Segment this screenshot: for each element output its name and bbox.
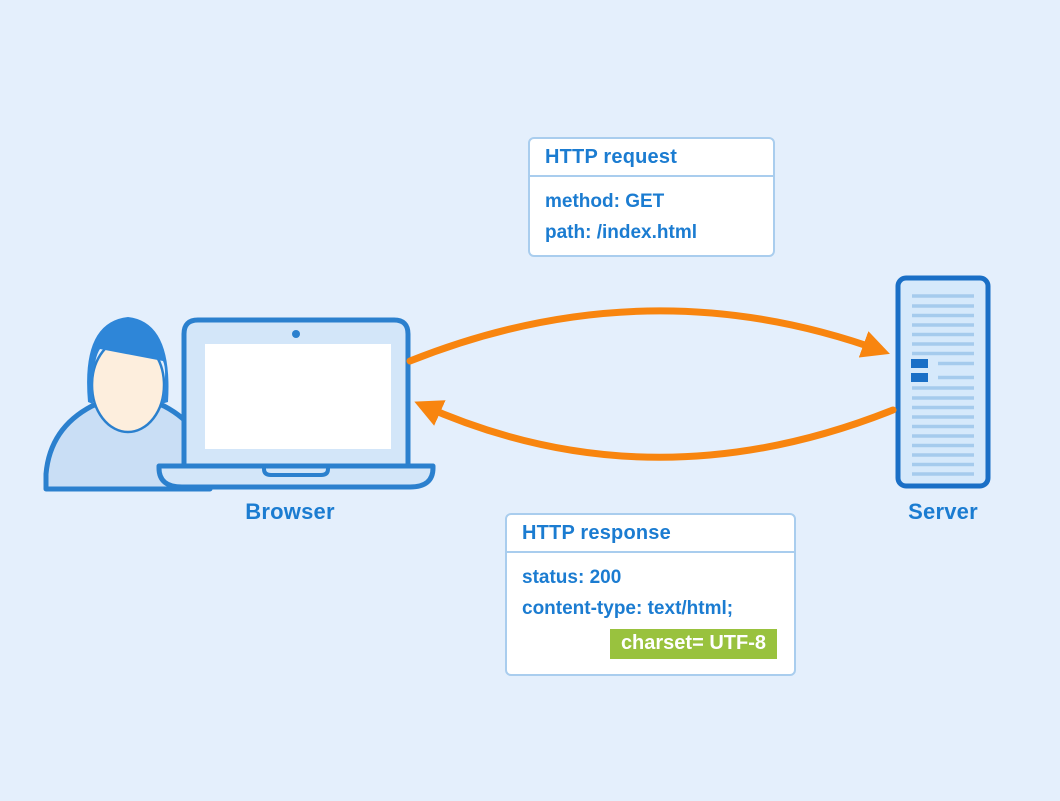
- laptop-icon: [156, 317, 436, 490]
- person-icon: [43, 317, 213, 492]
- http-request-box: HTTP request method: GET path: /index.ht…: [528, 137, 775, 257]
- http-response-box: HTTP response status: 200 content-type: …: [505, 513, 796, 676]
- response-arrow-icon: [414, 400, 897, 461]
- request-box-body: method: GET path: /index.html: [530, 177, 773, 258]
- server-label: Server: [908, 499, 978, 524]
- server-icon: [895, 275, 991, 489]
- laptop-camera-dot: [292, 330, 300, 338]
- charset-chip-row: charset= UTF-8: [522, 629, 779, 659]
- request-box-title: HTTP request: [530, 139, 773, 177]
- request-arrow-icon: [406, 307, 890, 365]
- request-method-line: method: GET: [545, 191, 665, 212]
- laptop-screen: [205, 344, 391, 449]
- response-box-title: HTTP response: [507, 515, 794, 553]
- server-led-square: [911, 359, 928, 368]
- charset-highlight-badge: charset= UTF-8: [609, 629, 777, 659]
- request-path-line: path: /index.html: [545, 222, 697, 243]
- response-box-body: status: 200 content-type: text/html; cha…: [507, 553, 794, 669]
- response-status-line: status: 200: [522, 567, 622, 588]
- server-led-square: [911, 373, 928, 382]
- browser-label: Browser: [245, 499, 335, 524]
- response-content-type-line: content-type: text/html;: [522, 598, 734, 619]
